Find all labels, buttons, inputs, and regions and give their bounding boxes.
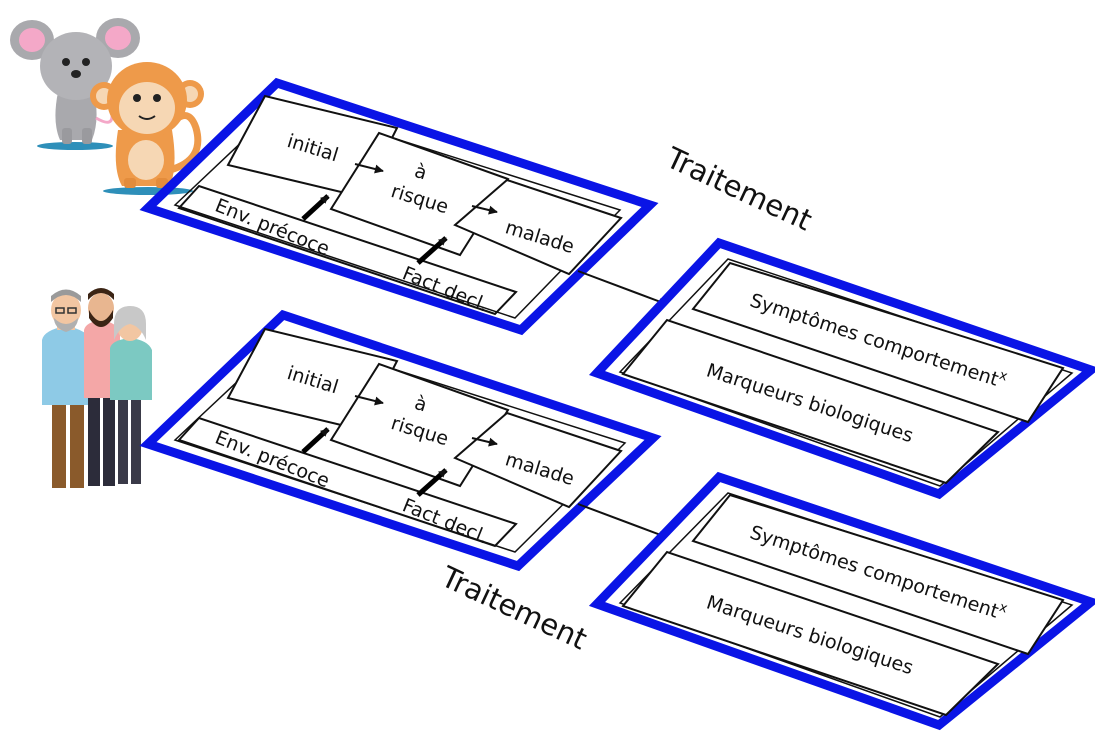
arrow-initial-to-risk	[354, 395, 384, 406]
stage-box-sick	[453, 178, 623, 276]
treatment-label: Traitement	[660, 140, 817, 237]
outcome-frame	[588, 471, 1095, 731]
arrow-initial-to-risk	[354, 163, 384, 174]
factor-strip	[177, 416, 518, 548]
early-env-arrow	[301, 194, 330, 221]
process-frame	[139, 77, 659, 336]
trigger-factor-arrow	[416, 236, 448, 265]
outcome-box-markers	[621, 318, 1000, 485]
outcome-box-symptoms	[691, 493, 1065, 656]
arrow-risk-to-sick	[471, 437, 498, 447]
outcome-inner-border	[618, 492, 1074, 718]
outcome-frame	[589, 237, 1095, 500]
person-grandmother-icon	[110, 306, 152, 484]
people-group-icon	[42, 288, 152, 488]
stage-box-sick	[453, 411, 623, 509]
factor-strip	[177, 184, 518, 316]
outcome-box-symptoms	[691, 261, 1065, 424]
outcome-inner-border	[618, 258, 1074, 487]
animal-model-group: initial à risque malade Env. précoce Fac…	[139, 77, 1095, 500]
trigger-factor-arrow	[416, 468, 448, 497]
person-man-icon	[84, 288, 120, 486]
mouse-icon	[10, 18, 140, 150]
mouse-monkey-icon	[10, 18, 204, 195]
arrow-risk-to-sick	[471, 205, 498, 215]
outcome-box-markers	[621, 550, 1000, 717]
person-grandfather-icon	[42, 289, 92, 488]
process-frame	[139, 309, 662, 572]
arrow-to-outcomes	[577, 503, 667, 539]
treatment-label: Traitement	[435, 559, 592, 656]
early-env-arrow	[301, 427, 330, 454]
arrow-to-outcomes	[577, 270, 667, 306]
